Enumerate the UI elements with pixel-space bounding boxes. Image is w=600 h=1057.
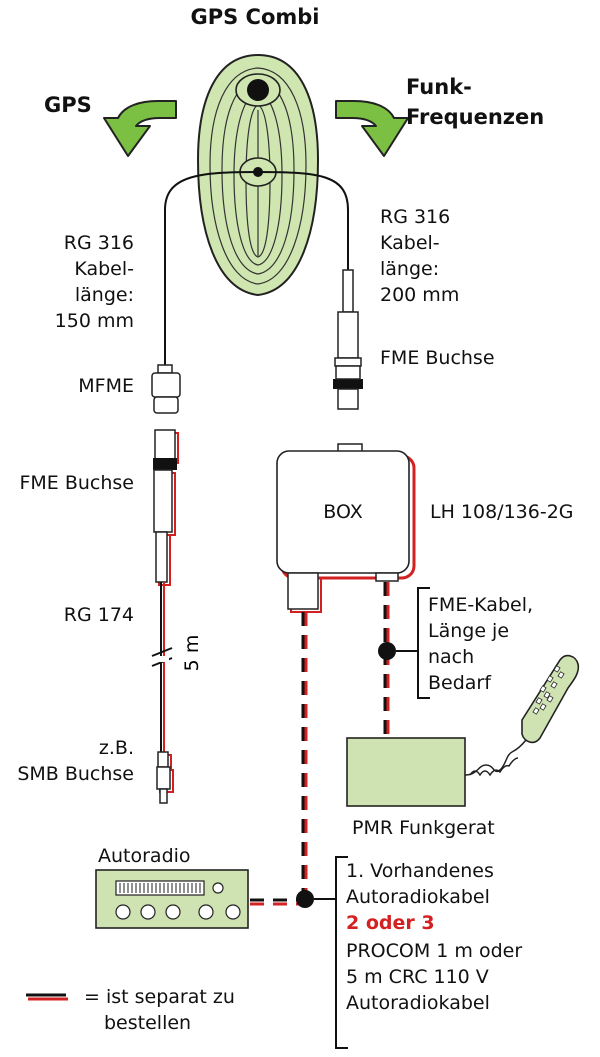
- box-device: [276, 443, 416, 613]
- pmr-label: PMR Funkgerat: [352, 817, 495, 839]
- page-title: GPS Combi: [190, 5, 320, 29]
- right-cable-type: RG 316: [380, 206, 451, 228]
- autoradio-note-line3: PROCOM 1 m oder: [346, 940, 523, 962]
- smb-label-line2: SMB Buchse: [17, 763, 134, 785]
- gps-combi-antenna: [196, 53, 320, 297]
- autoradio-note-line4: 5 m CRC 110 V: [346, 966, 489, 988]
- dashed-cable-box-pmr: [383, 582, 390, 738]
- right-cable-length-label1: Kabel-: [380, 232, 440, 254]
- mfme-label: MFME: [78, 375, 134, 397]
- funk-arrow-icon: [335, 100, 409, 157]
- fme-note-line4: Bedarf: [428, 672, 491, 694]
- autoradio-note-highlight: 2 oder 3: [346, 912, 435, 934]
- left-cable-type: RG 316: [63, 232, 134, 254]
- left-cable-length: 150 mm: [54, 310, 134, 332]
- rg174-cable: [151, 582, 173, 752]
- pmr-radio: [346, 737, 527, 807]
- fme-note-line3: nach: [428, 646, 475, 668]
- autoradio-note-bracket: [314, 856, 348, 1049]
- legend-text-line1: = ist separat zu: [84, 986, 235, 1008]
- dashed-cable-autoradio: [250, 898, 300, 906]
- smb-label-line1: z.B.: [98, 737, 134, 759]
- fme-note-bracket: [396, 587, 430, 699]
- handset-icon: [521, 654, 580, 744]
- fme-note-line2: Länge je: [428, 620, 510, 642]
- gps-arrow-icon: [103, 100, 177, 157]
- gps-label: GPS: [44, 93, 92, 117]
- funk-label-line2: Frequenzen: [406, 105, 545, 129]
- left-cable-length-label1: Kabel-: [74, 258, 134, 280]
- autoradio-note-line2: Autoradiokabel: [346, 886, 490, 908]
- autoradio-label: Autoradio: [98, 845, 191, 867]
- left-cable-length-label2: länge:: [74, 284, 134, 306]
- smb-socket: [156, 751, 174, 804]
- autoradio-note-line1: 1. Vorhandenes: [346, 860, 494, 882]
- box-model-label: LH 108/136-2G: [430, 501, 574, 523]
- funk-label-line1: Funk-: [406, 75, 472, 99]
- right-cable-length: 200 mm: [380, 284, 460, 306]
- pmr-junction-dot: [378, 642, 396, 660]
- right-fme-connector: [333, 269, 363, 410]
- right-fme-socket-label: FME Buchse: [380, 347, 495, 369]
- right-cable-rg316: [257, 171, 349, 270]
- autoradio-junction-dot: [296, 890, 314, 908]
- dashed-cable-box-autoradio: [301, 612, 308, 898]
- fme-note-line1: FME-Kabel,: [428, 594, 534, 616]
- legend-line-icon: [26, 993, 68, 1001]
- rg174-label: RG 174: [63, 604, 134, 626]
- legend-text-line2: bestellen: [104, 1012, 192, 1034]
- extension-length-label: 5 m: [181, 635, 203, 672]
- left-mfme-connector: [151, 364, 181, 414]
- right-cable-length-label2: länge:: [380, 258, 440, 280]
- box-label: BOX: [323, 501, 363, 523]
- left-cable-rg316: [164, 171, 259, 365]
- left-fme-socket: [153, 429, 179, 586]
- autoradio-device: [95, 869, 249, 929]
- autoradio-note-line5: Autoradiokabel: [346, 992, 490, 1014]
- left-fme-socket-label: FME Buchse: [19, 472, 134, 494]
